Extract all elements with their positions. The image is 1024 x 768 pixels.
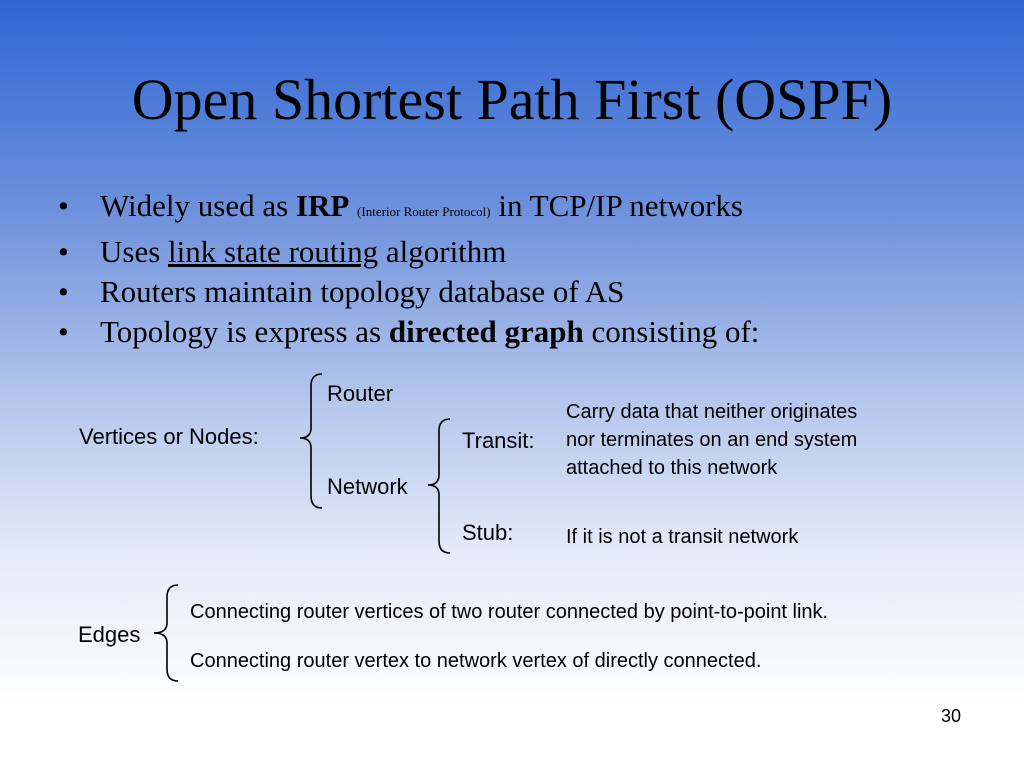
network-label: Network (327, 474, 408, 499)
edge-description-2: Connecting router vertex to network vert… (190, 650, 762, 672)
bullet-bold: directed graph (388, 314, 584, 349)
stub-description: If it is not a transit network (566, 526, 799, 548)
network-brace (427, 418, 451, 554)
edges-label: Edges (78, 622, 141, 647)
bullet-text: algorithm (378, 234, 507, 269)
bullet-text: Topology is express as (100, 314, 389, 349)
bullet-list: • Widely used as IRP (Interior Router Pr… (58, 186, 759, 352)
bullet-item: • Uses link state routing algorithm (58, 232, 759, 272)
bullet-text: Uses (100, 234, 169, 269)
bullet-icon: • (58, 274, 69, 309)
stub-label: Stub: (462, 520, 514, 545)
edge-description-1: Connecting router vertices of two router… (190, 601, 829, 623)
transit-label: Transit: (462, 428, 535, 453)
bullet-icon: • (58, 234, 69, 269)
transit-description-line: attached to this network (566, 457, 778, 479)
bullet-item: • Widely used as IRP (Interior Router Pr… (58, 186, 759, 232)
slide-title: Open Shortest Path First (OSPF) (131, 67, 893, 132)
transit-description-line: Carry data that neither originates (566, 401, 858, 423)
bullet-underlined: link state routing (168, 234, 379, 269)
bullet-text: Widely used as (100, 188, 296, 223)
vertices-label: Vertices or Nodes: (79, 424, 259, 449)
vertices-brace (299, 373, 323, 509)
transit-description: Carry data that neither originates nor t… (566, 398, 857, 482)
bullet-item: • Topology is express as directed graph … (58, 312, 759, 352)
bullet-icon: • (58, 188, 69, 223)
bullet-bold: IRP (295, 188, 350, 223)
bullet-icon: • (58, 314, 69, 349)
transit-description-line: nor terminates on an end system (566, 429, 858, 451)
bullet-item: • Routers maintain topology database of … (58, 272, 759, 312)
bullet-text: Routers maintain topology database of AS (100, 274, 625, 309)
page-number: 30 (941, 706, 962, 726)
bullet-small-note: (Interior Router Protocol) (357, 204, 491, 219)
edges-brace (153, 584, 179, 682)
bullet-text: consisting of: (583, 314, 760, 349)
bullet-text: in TCP/IP networks (490, 188, 743, 223)
router-label: Router (327, 381, 394, 406)
